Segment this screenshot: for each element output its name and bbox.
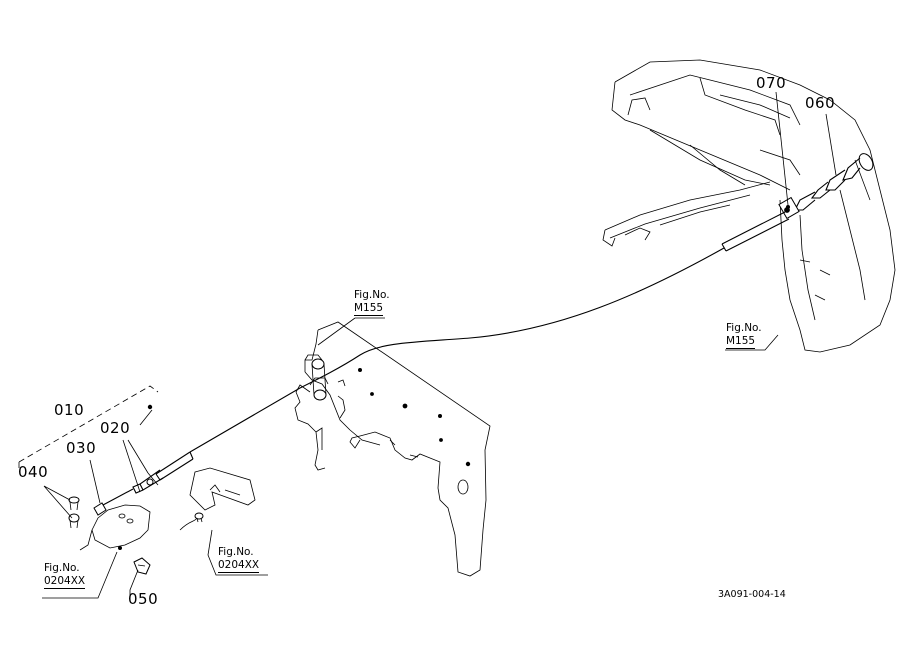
fig-ref-title: Fig.No.: [218, 546, 254, 558]
cable-tube-upper: [721, 211, 790, 252]
part-label-040: 040: [18, 463, 49, 481]
fig-ref-code: M155: [354, 302, 384, 316]
frame-plate: [294, 321, 491, 577]
cable-clamp: [311, 358, 327, 401]
fig-ref-title: Fig.No.: [726, 322, 762, 334]
small-bracket: [189, 467, 256, 523]
screws-040: [68, 496, 80, 529]
fig-ref-code: 0204XX: [218, 559, 260, 573]
group-010-bracket: [18, 385, 159, 463]
part-label-060: 060: [805, 94, 836, 112]
fig-ref-title: Fig.No.: [44, 562, 80, 574]
fig-ref-code: 0204XX: [44, 575, 86, 589]
fig-ref-code: M155: [726, 335, 756, 349]
part-label-010: 010: [54, 401, 85, 419]
lower-cable-sleeve: [102, 451, 194, 506]
lower-bracket: [79, 504, 151, 551]
fig-ref-m155-middle: Fig.No. M155: [354, 289, 390, 316]
part-label-020: 020: [100, 419, 131, 437]
throttle-handle: [778, 153, 874, 220]
fig-ref-0204xx-left: Fig.No. 0204XX: [44, 562, 86, 589]
part-label-030: 030: [66, 439, 97, 457]
throttle-cable: [189, 247, 725, 453]
fitting-030: [93, 502, 107, 516]
part-label-070: 070: [756, 74, 787, 92]
document-id: 3A091-004-14: [718, 589, 786, 600]
upper-housing: [602, 59, 896, 353]
leader-lines: [42, 91, 837, 600]
fig-ref-title: Fig.No.: [354, 289, 390, 301]
part-label-050: 050: [128, 590, 159, 608]
fig-ref-m155-right: Fig.No. M155: [726, 322, 762, 349]
fig-ref-0204xx-right: Fig.No. 0204XX: [218, 546, 260, 573]
nut-050: [133, 557, 151, 575]
